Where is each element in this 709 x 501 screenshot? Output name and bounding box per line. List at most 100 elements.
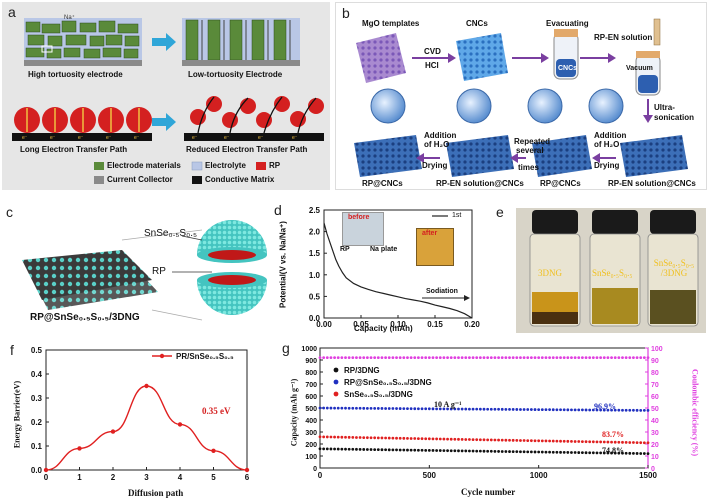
chart-g-point <box>340 406 344 410</box>
chart-g-point <box>544 356 548 359</box>
chart-g-point <box>424 356 428 359</box>
chart-g-point <box>431 356 435 359</box>
chart-g-point <box>336 435 340 439</box>
chart-g-point <box>446 437 449 441</box>
chart-g-point <box>391 436 395 440</box>
chart-g-point <box>460 449 464 453</box>
chart-g-point <box>427 449 431 452</box>
label-rep2: several <box>516 146 544 155</box>
chart-g-point <box>522 408 526 411</box>
chart-g-point <box>559 356 562 359</box>
chart-g-point <box>384 448 387 452</box>
chart-g-point <box>639 408 643 412</box>
chart-g-point <box>409 407 413 411</box>
chart-g-point <box>336 406 340 410</box>
chart-g-point <box>566 356 570 359</box>
chart-g-ann-blue: 96.9% <box>594 402 616 411</box>
svg-text:e⁻: e⁻ <box>258 135 264 141</box>
chart-g-rate: 10 A g⁻¹ <box>434 400 462 409</box>
chart-g-point <box>329 447 333 451</box>
chart-g-point <box>391 356 395 359</box>
chart-g-point <box>613 440 617 444</box>
chart-g-point <box>395 356 398 359</box>
chart-g-point <box>333 447 336 451</box>
chart-f-xtick-label: 4 <box>178 473 183 482</box>
chart-f-ytick-label: 0.2 <box>31 418 43 427</box>
chart-g-point <box>365 356 369 359</box>
chart-d-xtick-label: 0.20 <box>464 320 480 329</box>
chart-d-line-1st <box>323 222 473 319</box>
chart-g-point <box>504 450 508 453</box>
chart-g-point <box>464 438 468 441</box>
chart-g-point <box>336 356 340 359</box>
chart-g-point <box>471 449 475 453</box>
chart-g-point <box>409 437 413 440</box>
chart-g-point <box>431 437 435 441</box>
chart-g-xtick-label: 500 <box>423 471 437 480</box>
chart-d-xtick-label: 0.05 <box>353 320 369 329</box>
chart-g-point <box>340 447 344 451</box>
chart-g-point <box>322 356 326 359</box>
chart-g-point <box>497 407 500 411</box>
chart-g-series-1 <box>318 406 650 412</box>
chart-g-point <box>599 451 603 455</box>
chart-g-point <box>402 356 406 359</box>
chart-g-point <box>632 441 635 444</box>
chart-g-point <box>537 408 541 411</box>
chart-g-point <box>464 356 468 359</box>
chart-g-point <box>522 356 526 359</box>
chart-g-point <box>555 439 559 443</box>
chart-g-point <box>457 407 460 411</box>
chart-g-point <box>540 439 544 443</box>
chart-g-point <box>584 440 588 444</box>
chart-g-point <box>442 356 446 359</box>
chart-g-point <box>369 406 373 410</box>
chart-g-point <box>460 438 464 441</box>
chart-g-point <box>646 409 650 412</box>
chart-g-point <box>537 439 541 443</box>
chart-g-point <box>639 441 643 445</box>
chart-g-point <box>573 451 577 454</box>
chart-g-point <box>504 407 508 411</box>
chart-g-point <box>449 449 453 453</box>
label-hcl: HCl <box>425 61 439 70</box>
chart-g-point <box>373 407 377 410</box>
chart-f-point <box>77 446 82 451</box>
label-sonication: sonication <box>654 113 695 122</box>
chart-d-sodiation: Sodiation <box>426 288 458 295</box>
chart-g-point <box>427 407 431 411</box>
chart-g-point <box>595 356 599 359</box>
chart-g-point <box>380 356 384 359</box>
chart-g-point <box>344 356 347 359</box>
chart-g-point <box>460 356 464 359</box>
chart-g-point <box>387 407 391 410</box>
chart-f-point <box>144 383 149 389</box>
chart-f-legend-label: PR/SnSe₀.₅S₀.₅ <box>176 352 234 361</box>
chart-g-point <box>508 450 511 453</box>
chart-g-point <box>526 356 530 359</box>
chart-g-point <box>515 408 519 411</box>
chart-g-point <box>617 356 621 359</box>
chart-g-point <box>446 449 449 453</box>
chart-g-point <box>449 407 453 411</box>
chart-g-point <box>544 408 548 412</box>
chart-g-point <box>435 407 439 411</box>
chart-g-point <box>511 408 515 411</box>
chart-f-point <box>110 429 116 434</box>
label-dry1: Drying <box>422 161 448 170</box>
chart-g-point <box>347 406 351 410</box>
chart-d-ylabel: Potential(V vs. Na/Na⁺) <box>278 221 288 308</box>
panel-b-label: b <box>342 5 350 21</box>
chart-g-point <box>442 407 446 411</box>
chart-g-point <box>540 356 544 359</box>
label-cncs: CNCs <box>466 19 488 28</box>
label-snses-shell: SnSe₀.₅S₀.₅ <box>144 228 198 239</box>
chart-g-point <box>588 440 592 444</box>
label-cvd: CVD <box>424 47 441 56</box>
chart-g-point <box>435 437 439 441</box>
chart-g-point <box>380 436 384 440</box>
chart-g-y2tick-label: 60 <box>651 394 659 401</box>
chart-g-point <box>588 356 592 359</box>
chart-f-legend-marker <box>159 353 165 359</box>
